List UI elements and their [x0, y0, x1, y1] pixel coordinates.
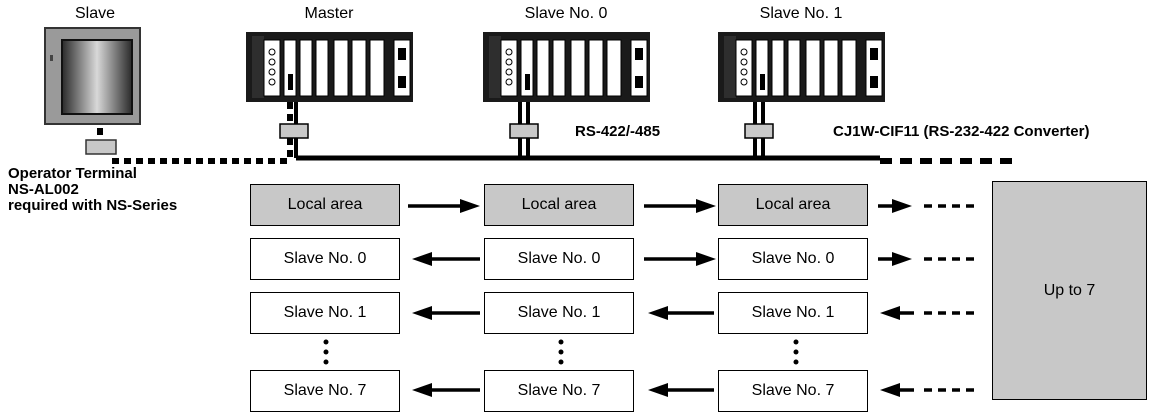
- operator-terminal-line2: NS-AL002: [8, 181, 79, 198]
- master-slave0-area: Slave No. 0: [250, 238, 400, 280]
- slave0-slave1-area: Slave No. 1: [484, 292, 634, 334]
- master-label: Master: [304, 5, 354, 22]
- converter-icon: [279, 123, 774, 139]
- operator-terminal-icon: [44, 27, 141, 155]
- operator-terminal-note: Operator Terminal NS-AL002 required with…: [8, 166, 177, 214]
- slave1-slave0-area: Slave No. 0: [718, 238, 868, 280]
- slave-terminal-label: Slave: [74, 5, 116, 22]
- master-slave1-area: Slave No. 1: [250, 292, 400, 334]
- slave0-slave0-area: Slave No. 0: [484, 238, 634, 280]
- operator-terminal-line3: required with NS-Series: [8, 197, 178, 214]
- master-slave7-area: Slave No. 7: [250, 370, 400, 412]
- slave1-plc-icon: [718, 32, 885, 102]
- slave1-label: Slave No. 1: [759, 5, 843, 22]
- slave0-local-area: Local area: [484, 184, 634, 226]
- slave0-label: Slave No. 0: [524, 5, 608, 22]
- master-plc-icon: [246, 32, 413, 102]
- slave0-plc-icon: [483, 32, 650, 102]
- slave1-local-area: Local area: [718, 184, 868, 226]
- slave1-slave7-area: Slave No. 7: [718, 370, 868, 412]
- slave1-slave1-area: Slave No. 1: [718, 292, 868, 334]
- data-arrows: [408, 199, 914, 397]
- ellipsis-dots: [323, 339, 799, 365]
- slave0-slave7-area: Slave No. 7: [484, 370, 634, 412]
- master-local-area: Local area: [250, 184, 400, 226]
- up-to-7-label: Up to 7: [1043, 281, 1096, 299]
- rs422-label: RS-422/-485: [575, 123, 661, 140]
- continuation-dashes: [924, 204, 980, 392]
- converter-label: CJ1W-CIF11 (RS-232-422 Converter): [833, 123, 1090, 140]
- operator-terminal-line1: Operator Terminal: [8, 165, 137, 182]
- up-to-7-box: Up to 7: [992, 181, 1147, 400]
